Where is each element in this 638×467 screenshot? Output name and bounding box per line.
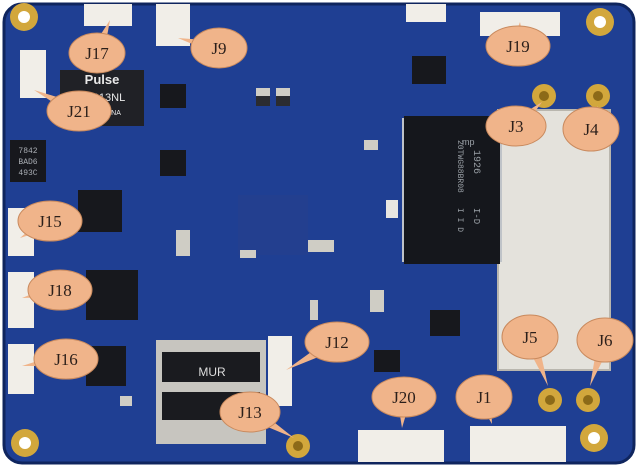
callout-bubble bbox=[576, 317, 634, 363]
connector-top-small bbox=[406, 4, 446, 22]
ic-mid-small bbox=[160, 150, 186, 176]
connector-j20 bbox=[358, 430, 444, 462]
callout-j17: J17 bbox=[68, 20, 126, 74]
ic-left-mid bbox=[78, 190, 122, 232]
callout-j19: J19 bbox=[485, 22, 551, 67]
callout-bubble bbox=[304, 321, 370, 363]
side-chip-line-2: BAD6 bbox=[18, 158, 37, 167]
callout-label: J21 bbox=[67, 102, 91, 121]
callout-label: J20 bbox=[392, 388, 416, 407]
callout-label: J17 bbox=[85, 44, 109, 63]
callout-j4: J4 bbox=[562, 106, 620, 152]
chip-marking-1: I-D bbox=[471, 208, 481, 224]
chip-part-code: 20TWG88BR08 bbox=[455, 140, 464, 193]
connector-j21 bbox=[20, 50, 46, 98]
mounting-hole-bottom-left bbox=[11, 429, 39, 457]
ic-bottom-right bbox=[430, 310, 460, 336]
callout-label: J3 bbox=[508, 117, 523, 136]
bga-pad-field bbox=[238, 195, 308, 255]
callout-bubble bbox=[501, 314, 559, 360]
chip-marking-2: I I D bbox=[455, 208, 464, 232]
connector-j12 bbox=[268, 336, 292, 406]
callout-label: J4 bbox=[583, 120, 599, 139]
callout-label: J12 bbox=[325, 333, 349, 352]
main-chip bbox=[404, 116, 500, 264]
callout-bubble bbox=[371, 376, 437, 418]
connector-j17 bbox=[84, 4, 132, 26]
side-chip-line-3: 493C bbox=[18, 169, 37, 178]
callout-j21: J21 bbox=[34, 90, 112, 132]
callout-j9: J9 bbox=[178, 27, 248, 69]
passive-components bbox=[120, 88, 398, 406]
callout-bubble bbox=[485, 25, 551, 67]
rf-connector-j6 bbox=[576, 388, 600, 412]
rf-connector-j5 bbox=[538, 388, 562, 412]
connector-j1 bbox=[470, 426, 566, 462]
sd-brand-text: MUR bbox=[198, 365, 226, 379]
callout-label: J5 bbox=[522, 328, 537, 347]
callout-j20: J20 bbox=[371, 376, 437, 428]
callout-j12: J12 bbox=[286, 321, 370, 370]
pulse-logo: Pulse bbox=[85, 72, 120, 87]
callout-label: J6 bbox=[597, 331, 612, 350]
callout-j1: J1 bbox=[455, 374, 513, 424]
callout-bubble bbox=[46, 90, 112, 132]
rf-connector-j4 bbox=[586, 84, 610, 108]
ic-side bbox=[10, 140, 46, 182]
callout-bubble bbox=[485, 105, 547, 147]
callout-j13: J13 bbox=[219, 391, 294, 438]
callout-label: J1 bbox=[476, 388, 491, 407]
callout-label: J13 bbox=[238, 403, 262, 422]
chip-mp-mark: mp bbox=[462, 137, 475, 147]
mounting-hole-bottom-right bbox=[580, 424, 608, 452]
mounting-hole-top-right bbox=[586, 8, 614, 36]
ic-bottom-center bbox=[374, 350, 400, 372]
mounting-hole-top-left bbox=[10, 3, 38, 31]
ic-top-center bbox=[160, 84, 186, 108]
side-chip-line-1: 7842 bbox=[18, 147, 37, 156]
callout-label: J9 bbox=[211, 39, 226, 58]
callout-bubble bbox=[455, 374, 513, 420]
callout-bubble bbox=[562, 106, 620, 152]
callout-j16: J16 bbox=[22, 338, 99, 380]
ic-top-right bbox=[412, 56, 446, 84]
callout-label: J16 bbox=[54, 350, 78, 369]
callout-j6: J6 bbox=[576, 317, 634, 386]
callout-label: J15 bbox=[38, 212, 62, 231]
callout-bubble bbox=[17, 200, 83, 242]
callout-j15: J15 bbox=[17, 200, 83, 242]
callout-j5: J5 bbox=[501, 314, 559, 386]
rf-connector-j13 bbox=[286, 434, 310, 458]
connector-j18 bbox=[8, 272, 34, 328]
callout-bubble bbox=[219, 391, 281, 433]
callout-label: J19 bbox=[506, 37, 530, 56]
callout-bubble bbox=[190, 27, 248, 69]
rf-connector-j3 bbox=[532, 84, 556, 108]
chip-date-code: 1926 bbox=[470, 150, 481, 174]
callout-bubble bbox=[33, 338, 99, 380]
connector-j16 bbox=[8, 344, 34, 394]
callout-j3: J3 bbox=[485, 102, 547, 147]
callout-bubble bbox=[27, 269, 93, 311]
ic-left-lower bbox=[86, 270, 138, 320]
callout-label: J18 bbox=[48, 281, 72, 300]
callout-j18: J18 bbox=[22, 269, 93, 311]
callout-bubble bbox=[68, 32, 126, 74]
